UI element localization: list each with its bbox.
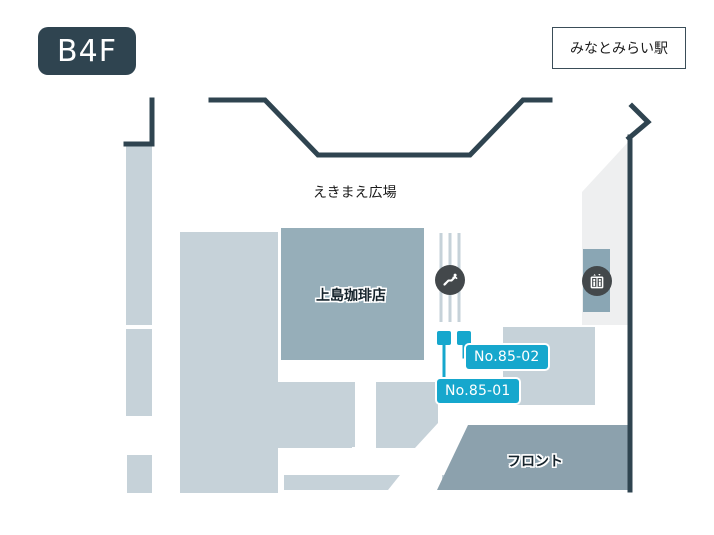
map-block-angled-right — [376, 382, 438, 448]
wall-outlines — [123, 97, 652, 493]
map-block-left-column-upper — [126, 143, 152, 325]
escalator-glyph — [443, 273, 458, 286]
wall-right-chevron — [625, 102, 652, 142]
map-block-front-desk — [437, 425, 630, 490]
map-block-left-small — [127, 455, 152, 493]
floor-badge: B4F — [38, 27, 136, 75]
map-block-bar-center — [284, 475, 400, 490]
poi-tag-no-85-01[interactable]: No.85-01 — [437, 379, 519, 403]
elevator-glyph — [590, 274, 604, 289]
wall-top-center — [208, 97, 553, 158]
map-block-corridor-band — [258, 382, 355, 447]
station-name-box: みなとみらい駅 — [552, 27, 686, 69]
map-block-bar-left — [213, 475, 268, 490]
map-block-coffee-shop — [281, 228, 424, 360]
poi-dot-85-01[interactable] — [437, 331, 451, 345]
map-block-left-column-lower — [126, 329, 152, 416]
poi-dot-85-02[interactable] — [457, 331, 471, 345]
label-plaza: えきまえ広場 — [313, 185, 397, 201]
escalator-icon[interactable] — [435, 265, 465, 295]
wall-left-hook — [123, 97, 155, 147]
label-front-desk: フロント — [507, 454, 563, 470]
elevator-icon[interactable] — [582, 266, 612, 296]
label-coffee-shop: 上島珈琲店 — [316, 288, 386, 304]
map-block-center-slab — [180, 232, 278, 493]
poi-tag-no-85-02[interactable]: No.85-02 — [466, 345, 548, 369]
